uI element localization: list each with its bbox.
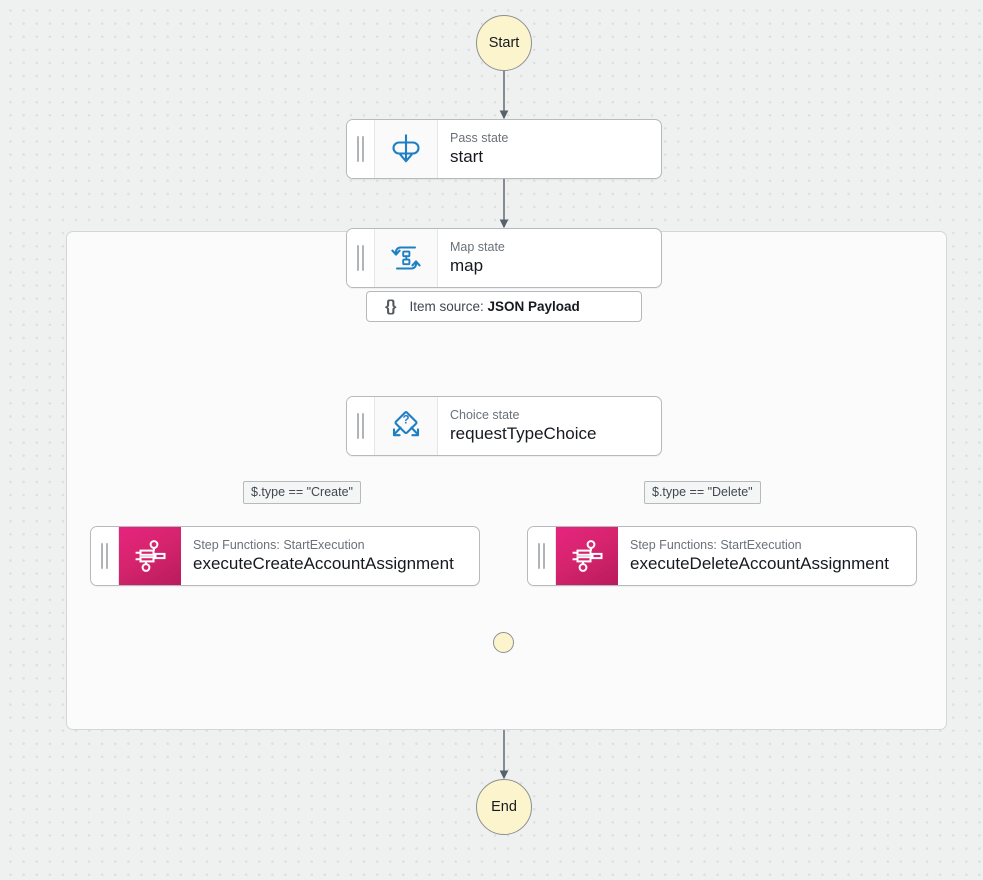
state-card-create-labels: Step Functions: StartExecution executeCr… (181, 527, 479, 585)
json-braces-icon: {} (385, 297, 396, 315)
drag-handle-icon[interactable] (528, 527, 556, 585)
map-item-source-value: JSON Payload (487, 299, 580, 314)
state-card-create-account-assignment[interactable]: Step Functions: StartExecution executeCr… (90, 526, 480, 586)
step-functions-icon (556, 527, 618, 585)
state-card-delete-account-assignment[interactable]: Step Functions: StartExecution executeDe… (527, 526, 917, 586)
choice-state-icon: ? (375, 397, 438, 455)
state-card-map-labels: Map state map (438, 229, 661, 287)
start-node-label: Start (488, 35, 520, 51)
map-item-source-bar[interactable]: {} Item source: JSON Payload (366, 291, 642, 322)
state-card-delete-labels: Step Functions: StartExecution executeDe… (618, 527, 916, 585)
edge-condition-label-create: $.type == "Create" (243, 481, 361, 504)
svg-text:?: ? (402, 415, 409, 427)
state-name-label: requestTypeChoice (450, 423, 597, 443)
pass-state-icon (375, 120, 438, 178)
state-type-label: Pass state (450, 130, 509, 145)
state-type-label: Step Functions: StartExecution (193, 537, 365, 552)
map-item-source-text: Item source: JSON Payload (409, 299, 579, 314)
drag-handle-icon[interactable] (347, 120, 375, 178)
map-state-icon (375, 229, 438, 287)
end-node[interactable]: End (476, 779, 532, 835)
state-type-label: Map state (450, 239, 505, 254)
state-card-pass-labels: Pass state start (438, 120, 661, 178)
state-name-label: executeDeleteAccountAssignment (630, 553, 889, 573)
state-name-label: start (450, 146, 484, 166)
state-card-pass[interactable]: Pass state start (346, 119, 662, 179)
drag-handle-icon[interactable] (91, 527, 119, 585)
drag-handle-icon[interactable] (347, 397, 375, 455)
state-name-label: map (450, 255, 484, 275)
state-name-label: executeCreateAccountAssignment (193, 553, 454, 573)
branch-merge-junction (493, 632, 514, 653)
state-card-choice-labels: Choice state requestTypeChoice (438, 397, 661, 455)
state-type-label: Step Functions: StartExecution (630, 537, 802, 552)
drag-handle-icon[interactable] (347, 229, 375, 287)
start-node[interactable]: Start (476, 15, 532, 71)
state-type-label: Choice state (450, 407, 520, 422)
map-item-source-prefix: Item source: (409, 299, 484, 314)
state-card-map[interactable]: Map state map (346, 228, 662, 288)
edge-condition-label-delete: $.type == "Delete" (644, 481, 761, 504)
state-card-choice[interactable]: ? Choice state requestTypeChoice (346, 396, 662, 456)
end-node-label: End (491, 799, 517, 815)
step-functions-icon (119, 527, 181, 585)
